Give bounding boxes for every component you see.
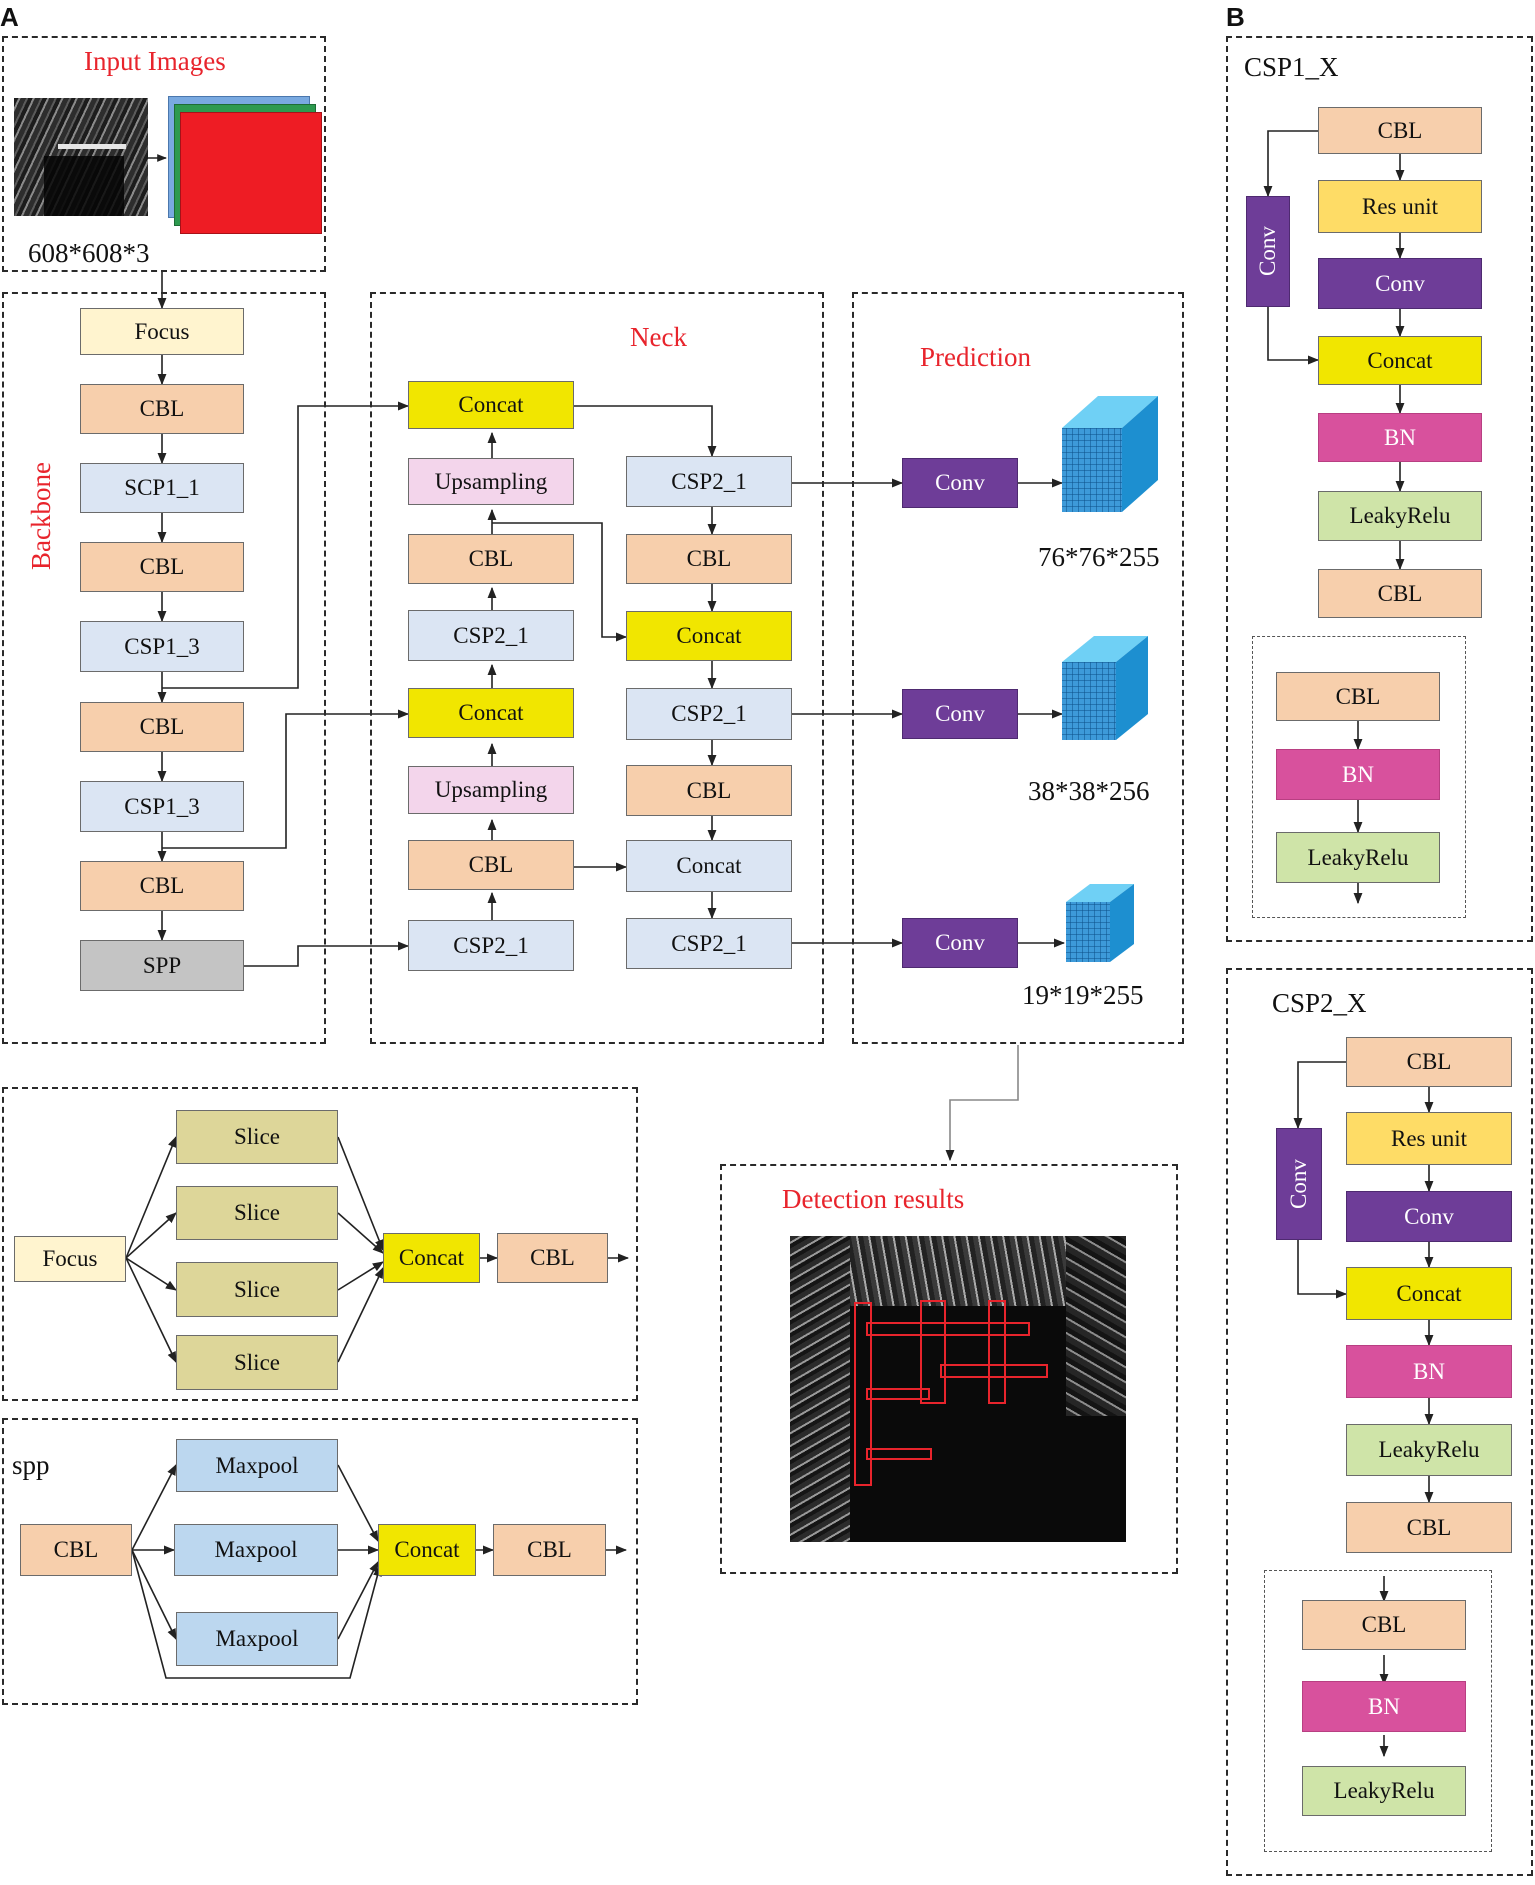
neck-upsampling-2: Upsampling (408, 766, 574, 814)
backbone-focus: Focus (80, 308, 244, 355)
prediction-frame (852, 292, 1184, 1044)
output-cube-medium (1062, 636, 1148, 740)
csp2-res-unit: Res unit (1346, 1112, 1512, 1165)
csp1-bn: BN (1318, 413, 1482, 462)
csp1-frame (1226, 36, 1533, 942)
prediction-conv-1: Conv (902, 458, 1018, 508)
csp2-conv: Conv (1346, 1191, 1512, 1242)
focus-module-slice-1: Slice (176, 1110, 338, 1164)
csp1-conv: Conv (1318, 258, 1482, 309)
csp2-inner-leakyrelu: LeakyRelu (1302, 1766, 1466, 1816)
input-size-label: 608*608*3 (28, 238, 150, 268)
neck-right-csp2-1-a: CSP2_1 (626, 456, 792, 507)
backbone-scp1-1: SCP1_1 (80, 463, 244, 513)
neck-upsampling-1: Upsampling (408, 458, 574, 505)
neck-concat-2: Concat (408, 688, 574, 738)
csp1-side-conv: Conv (1246, 196, 1290, 307)
csp1-leakyrelu: LeakyRelu (1318, 491, 1482, 541)
csp1-res-unit: Res unit (1318, 180, 1482, 233)
neck-csp2-1-b: CSP2_1 (408, 920, 574, 971)
backbone-cbl-4: CBL (80, 861, 244, 911)
backbone-title: Backbone (26, 462, 56, 570)
focus-module-slice-3: Slice (176, 1262, 338, 1317)
prediction-conv-2: Conv (902, 689, 1018, 739)
backbone-cbl-1: CBL (80, 384, 244, 434)
csp2-leakyrelu: LeakyRelu (1346, 1424, 1512, 1476)
neck-right-concat-2: Concat (626, 840, 792, 892)
backbone-csp1-3-b: CSP1_3 (80, 781, 244, 832)
detection-frame (720, 1164, 1178, 1574)
spp-module-maxpool-1: Maxpool (176, 1439, 338, 1492)
csp1-inner-cbl: CBL (1276, 672, 1440, 721)
csp1-cbl-out: CBL (1318, 569, 1482, 618)
spp-title: spp (12, 1450, 50, 1480)
spp-module-concat: Concat (378, 1524, 476, 1576)
csp1-inner-frame (1252, 636, 1466, 918)
neck-right-cbl-1: CBL (626, 534, 792, 584)
input-images-title: Input Images (84, 46, 226, 76)
csp1-title: CSP1_X (1244, 52, 1339, 82)
spp-module-maxpool-2: Maxpool (174, 1524, 338, 1576)
detection-title: Detection results (782, 1184, 965, 1214)
csp2-bn: BN (1346, 1345, 1512, 1398)
neck-frame (370, 292, 824, 1044)
neck-right-csp2-1-b: CSP2_1 (626, 688, 792, 740)
neck-right-csp2-1-c: CSP2_1 (626, 918, 792, 969)
output-cube-large (1062, 396, 1158, 512)
csp2-side-conv: Conv (1276, 1128, 1322, 1240)
output-size-2: 38*38*256 (1028, 776, 1150, 806)
neck-cbl-1: CBL (408, 534, 574, 584)
focus-module-concat: Concat (383, 1233, 480, 1283)
csp1-concat: Concat (1318, 336, 1482, 385)
panel-label-b: B (1226, 2, 1245, 32)
neck-csp2-1-a: CSP2_1 (408, 610, 574, 661)
output-size-3: 19*19*255 (1022, 980, 1144, 1010)
neck-right-concat-1: Concat (626, 611, 792, 661)
neck-concat-1: Concat (408, 381, 574, 429)
backbone-cbl-2: CBL (80, 542, 244, 592)
csp1-inner-leakyrelu: LeakyRelu (1276, 832, 1440, 883)
spp-module-cbl-out: CBL (493, 1524, 606, 1576)
neck-title: Neck (630, 322, 687, 352)
csp2-concat: Concat (1346, 1267, 1512, 1320)
focus-module-slice-4: Slice (176, 1335, 338, 1390)
input-sar-image (14, 98, 148, 216)
focus-module-slice-2: Slice (176, 1186, 338, 1240)
spp-module-cbl-in: CBL (20, 1524, 132, 1576)
csp1-inner-bn: BN (1276, 749, 1440, 800)
neck-right-cbl-2: CBL (626, 765, 792, 816)
panel-label-a: A (0, 2, 19, 32)
focus-module-cbl: CBL (497, 1233, 608, 1283)
input-frame (2, 36, 326, 272)
arrows (125, 130, 1434, 1758)
backbone-frame (2, 292, 326, 1044)
backbone-csp1-3-a: CSP1_3 (80, 621, 244, 672)
detection-result-image (790, 1236, 1126, 1542)
csp2-title: CSP2_X (1272, 988, 1367, 1018)
prediction-title: Prediction (920, 342, 1031, 372)
prediction-conv-3: Conv (902, 918, 1018, 968)
csp1-cbl: CBL (1318, 107, 1482, 154)
focus-module-frame (2, 1087, 638, 1401)
backbone-cbl-3: CBL (80, 702, 244, 752)
output-size-1: 76*76*255 (1038, 542, 1160, 572)
backbone-spp: SPP (80, 940, 244, 991)
csp2-cbl: CBL (1346, 1037, 1512, 1087)
csp2-inner-cbl: CBL (1302, 1600, 1466, 1650)
csp2-cbl-out: CBL (1346, 1502, 1512, 1553)
csp2-inner-frame (1264, 1570, 1492, 1852)
csp2-frame (1226, 968, 1533, 1876)
output-cube-small (1066, 884, 1134, 962)
neck-cbl-2: CBL (408, 840, 574, 890)
csp2-inner-bn: BN (1302, 1681, 1466, 1732)
channel-red (180, 112, 322, 234)
spp-module-frame (2, 1418, 638, 1705)
focus-module-focus: Focus (14, 1236, 126, 1282)
spp-module-maxpool-3: Maxpool (176, 1612, 338, 1666)
